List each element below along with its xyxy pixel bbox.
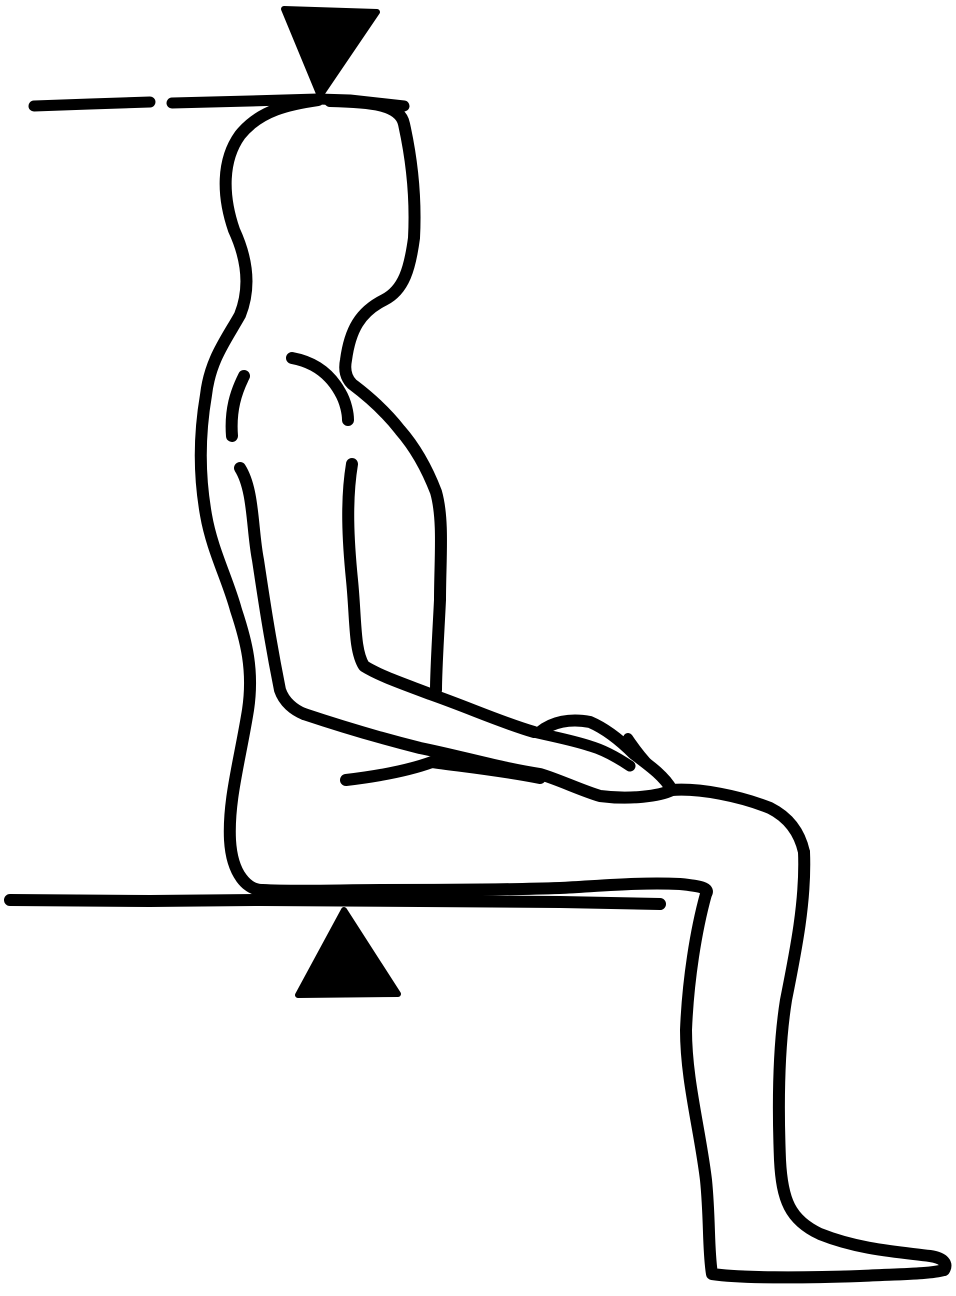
seat-level-line — [10, 900, 660, 904]
calf-outline — [686, 894, 944, 1277]
thigh-top — [672, 790, 804, 852]
bottom-marker-triangle — [298, 910, 398, 995]
seated-figure — [201, 100, 946, 1277]
buttock-contact — [262, 883, 707, 894]
shin-outline — [779, 852, 946, 1270]
back-outline — [201, 100, 318, 890]
shoulder-blade-mark — [232, 376, 244, 436]
top-marker-triangle — [284, 9, 377, 96]
head-line-segment-left — [34, 102, 150, 106]
